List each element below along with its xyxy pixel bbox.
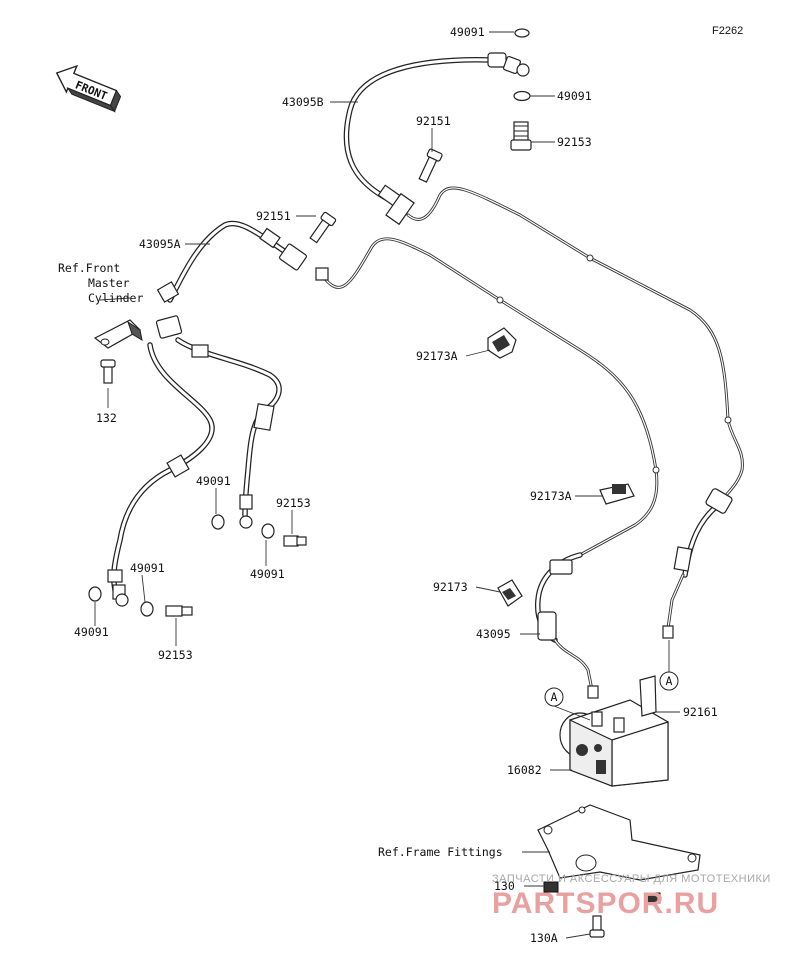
banjo-bolt-92153-top — [510, 121, 532, 151]
bolt-130A — [589, 915, 605, 938]
marker-a-left: A — [544, 687, 591, 721]
label-92161: 92161 — [683, 705, 718, 719]
washer-49091-mid — [513, 90, 531, 102]
clamp-bracket — [93, 319, 143, 349]
frame-bracket — [537, 804, 701, 881]
clamp-92173A-1 — [487, 327, 517, 359]
label-16082: 16082 — [507, 763, 542, 777]
label-43095B: 43095B — [282, 95, 324, 109]
brake-pipe-lower — [315, 237, 660, 557]
hose-43095 — [534, 552, 599, 699]
abs-unit-16082 — [559, 699, 669, 787]
svg-text:A: A — [666, 674, 673, 688]
ref-frame-fittings: Ref.Frame Fittings — [378, 845, 503, 859]
label-92151-top: 92151 — [416, 114, 451, 128]
ref-front-master-1: Ref.Front — [58, 261, 120, 275]
washer-49091-top — [514, 28, 530, 38]
brake-pipe-upper — [406, 186, 744, 507]
bracket-92161 — [639, 675, 657, 717]
diagram-code: F2262 — [712, 25, 743, 37]
label-92173: 92173 — [433, 580, 468, 594]
label-49091-mid: 49091 — [557, 89, 592, 103]
svg-text:A: A — [551, 690, 558, 704]
nut-130 — [543, 881, 559, 893]
label-49091-l4: 49091 — [250, 567, 285, 581]
washer-49091-l2 — [140, 601, 154, 617]
label-49091-l2: 49091 — [130, 561, 165, 575]
leader-lines — [94, 31, 680, 939]
label-92151-left: 92151 — [256, 209, 291, 223]
washer-49091-l1 — [88, 586, 102, 602]
label-130A: 130A — [530, 931, 558, 945]
banjo-bolt-92153-l1 — [165, 605, 193, 617]
washer-49091-l4 — [261, 523, 275, 539]
banjo-bolt-92153-l2 — [283, 535, 307, 547]
hose-43095A — [156, 220, 307, 303]
label-92173A-2: 92173A — [530, 489, 572, 503]
watermark-line1: ЗАПЧАСТИ И АКСЕССУАРЫ ДЛЯ МОТОТЕХНИКИ — [492, 873, 771, 885]
hose-43095B — [343, 52, 530, 226]
marker-a-right: A — [659, 640, 679, 691]
bolt-92151-left — [309, 211, 337, 244]
label-49091-l3: 49091 — [196, 474, 231, 488]
bolt-132 — [100, 359, 116, 384]
watermark-line2: PARTSPOR.RU — [492, 887, 719, 920]
label-92153-l1: 92153 — [158, 648, 193, 662]
label-130: 130 — [494, 879, 515, 893]
label-132: 132 — [96, 411, 117, 425]
bolt-92151-top — [418, 148, 443, 183]
nut-frame — [647, 892, 661, 904]
clamp-92173A-2 — [599, 483, 635, 505]
washer-49091-l3 — [211, 514, 225, 530]
label-43095: 43095 — [476, 627, 511, 641]
label-92153-top: 92153 — [557, 135, 592, 149]
label-49091-l1: 49091 — [74, 625, 109, 639]
label-92173A-1: 92173A — [416, 349, 458, 363]
hose-left-branch — [107, 315, 282, 607]
hose-right-to-a — [662, 488, 733, 639]
label-92153-l2: 92153 — [276, 496, 311, 510]
clamp-92173 — [497, 579, 523, 607]
ref-front-master-3: Cylinder — [88, 291, 143, 305]
label-43095A: 43095A — [139, 237, 181, 251]
front-arrow-icon: FRONT — [55, 64, 122, 113]
label-49091-top: 49091 — [450, 25, 485, 39]
ref-front-master-2: Master — [88, 276, 130, 290]
